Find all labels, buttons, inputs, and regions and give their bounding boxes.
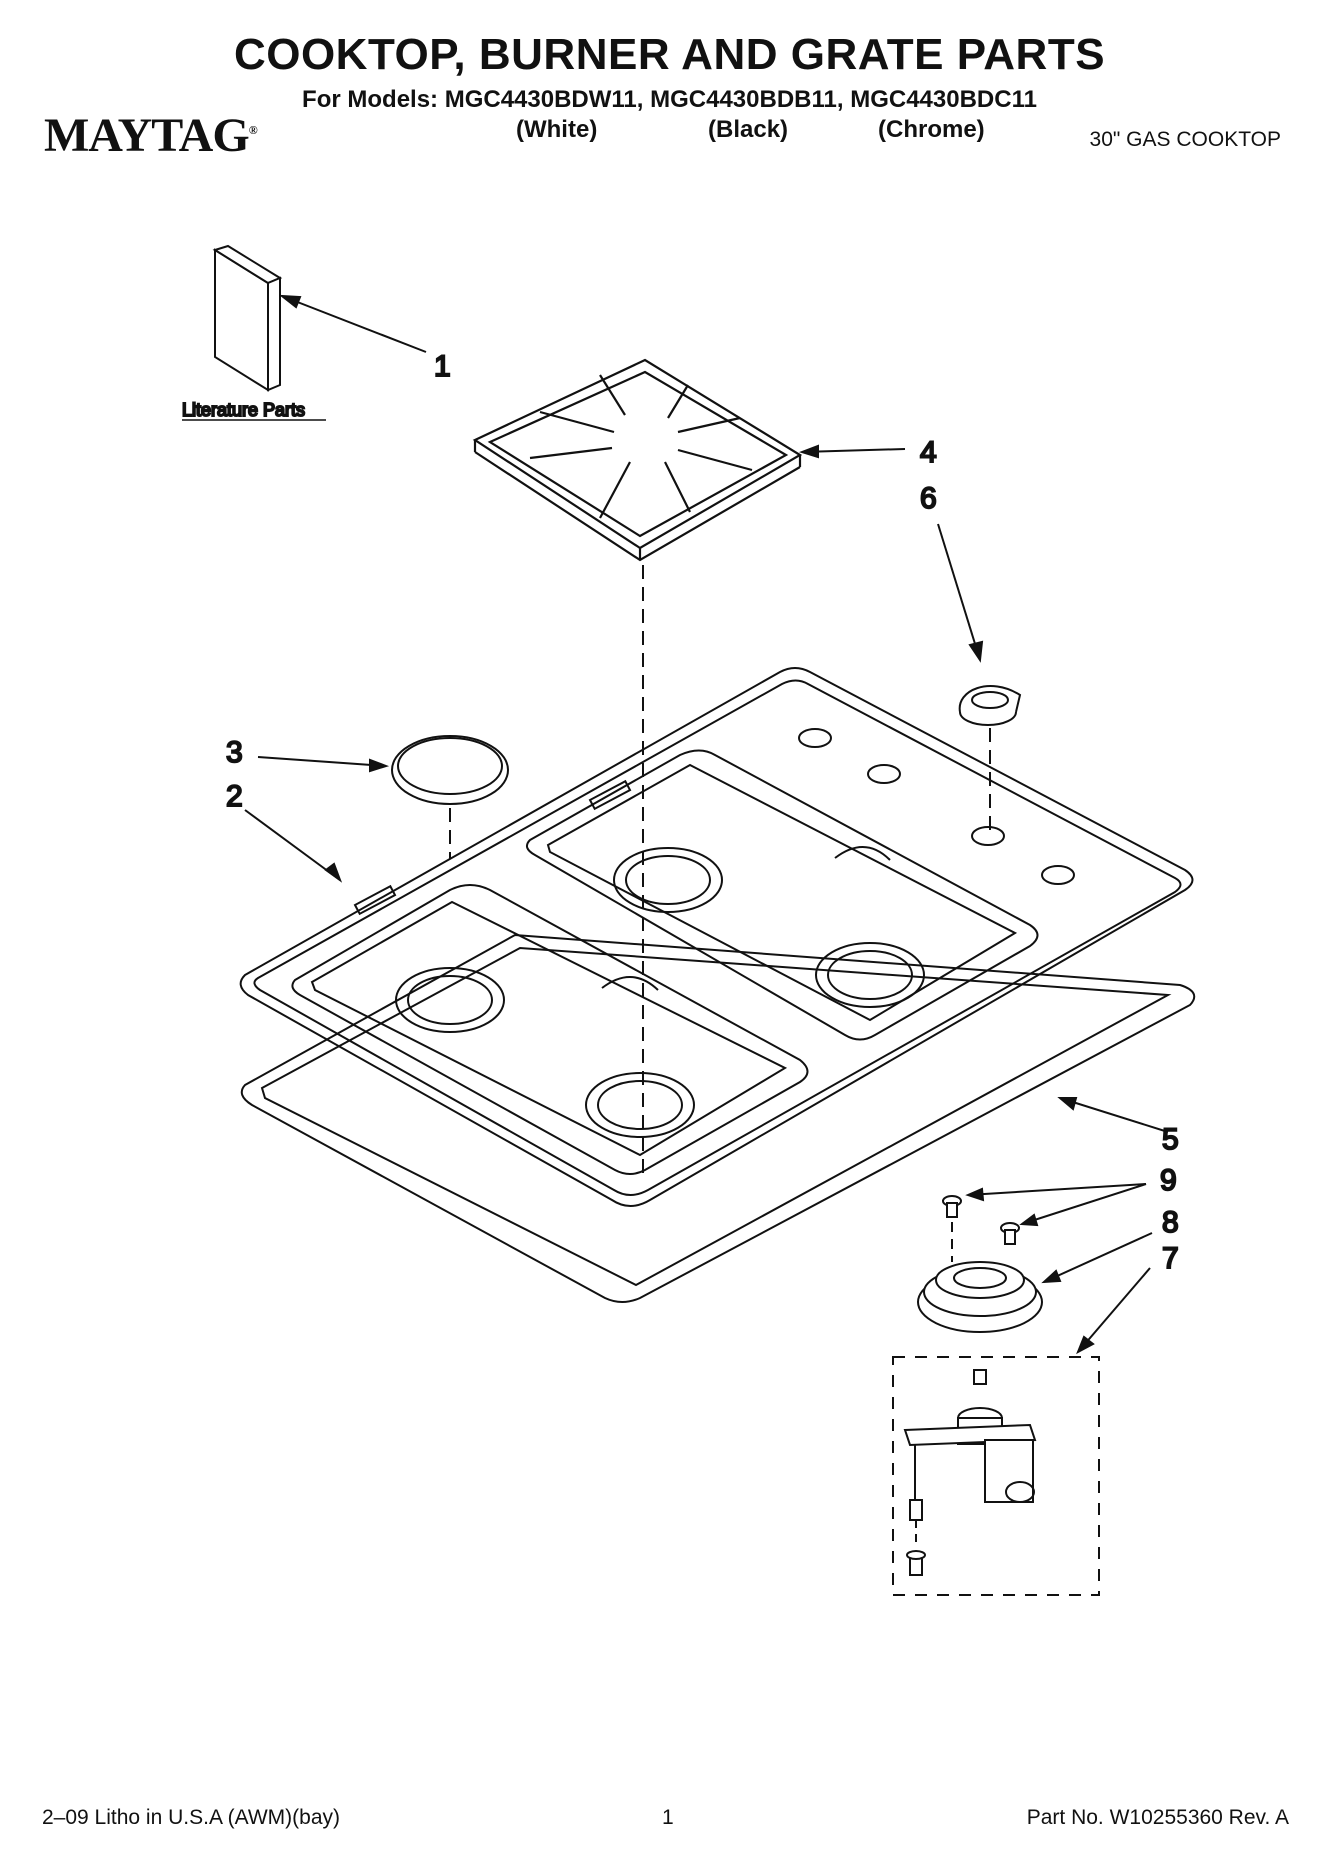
arrowhead-5 (1057, 1097, 1078, 1111)
callout-9: 9 (1160, 1164, 1177, 1197)
arrowhead-2 (324, 862, 343, 883)
arrowhead-7 (1076, 1335, 1095, 1355)
control-knob (958, 685, 1022, 726)
cooktop-seal (240, 933, 1196, 1303)
burner-base (917, 1261, 1043, 1333)
callout-4: 4 (920, 436, 937, 469)
literature-label: Literature Parts (182, 400, 305, 420)
arrowhead-9b (1019, 1213, 1039, 1227)
callout-5: 5 (1162, 1123, 1179, 1156)
part-number: Part No. W10255360 Rev. A (1026, 1806, 1289, 1829)
screw-lower (1000, 1222, 1020, 1245)
screw-upper (942, 1195, 962, 1218)
product-type: 30" GAS COOKTOP (1089, 128, 1281, 151)
arrowhead-6 (968, 640, 984, 663)
callout-1: 1 (434, 350, 451, 383)
variant-white: (White) (516, 116, 598, 143)
burner-grate (472, 358, 803, 562)
variant-black: (Black) (708, 116, 789, 143)
page-title: COOKTOP, BURNER AND GRATE PARTS (233, 30, 1106, 79)
leader-5 (1059, 1097, 1169, 1133)
leader-1 (281, 295, 427, 353)
brand-text: MAYTAG (44, 109, 250, 162)
burner-cap-top (397, 737, 503, 795)
leader-2 (244, 809, 341, 881)
callout-8: 8 (1162, 1206, 1179, 1239)
arrowhead-8 (1041, 1269, 1062, 1284)
burner-cap (391, 735, 509, 805)
leader-6 (937, 523, 981, 661)
page-number: 1 (662, 1806, 674, 1829)
arrowhead-1 (278, 294, 302, 309)
leader-8 (1043, 1232, 1153, 1283)
arrowhead-3 (369, 758, 390, 773)
litho-note: 2–09 Litho in U.S.A (AWM)(bay) (42, 1806, 340, 1829)
leader-3 (257, 756, 387, 767)
callout-7: 7 (1162, 1242, 1179, 1275)
callout-2: 2 (226, 780, 243, 813)
leader-9b (1021, 1183, 1147, 1225)
callout-3: 3 (226, 736, 243, 769)
leader-9a (967, 1183, 1147, 1196)
leader-4 (801, 448, 906, 453)
maytag-logo: MAYTAG® (44, 109, 258, 162)
cooktop-surface (239, 667, 1194, 1207)
literature-booklet (212, 244, 283, 392)
arrowhead-4 (798, 444, 819, 459)
arrowhead-9a (965, 1187, 985, 1202)
variant-chrome: (Chrome) (878, 116, 985, 143)
models-line: For Models: MGC4430BDW11, MGC4430BDB11, … (302, 86, 1037, 113)
callout-6: 6 (920, 482, 937, 515)
valve-assembly (903, 1369, 1037, 1576)
leader-7 (1077, 1267, 1151, 1353)
